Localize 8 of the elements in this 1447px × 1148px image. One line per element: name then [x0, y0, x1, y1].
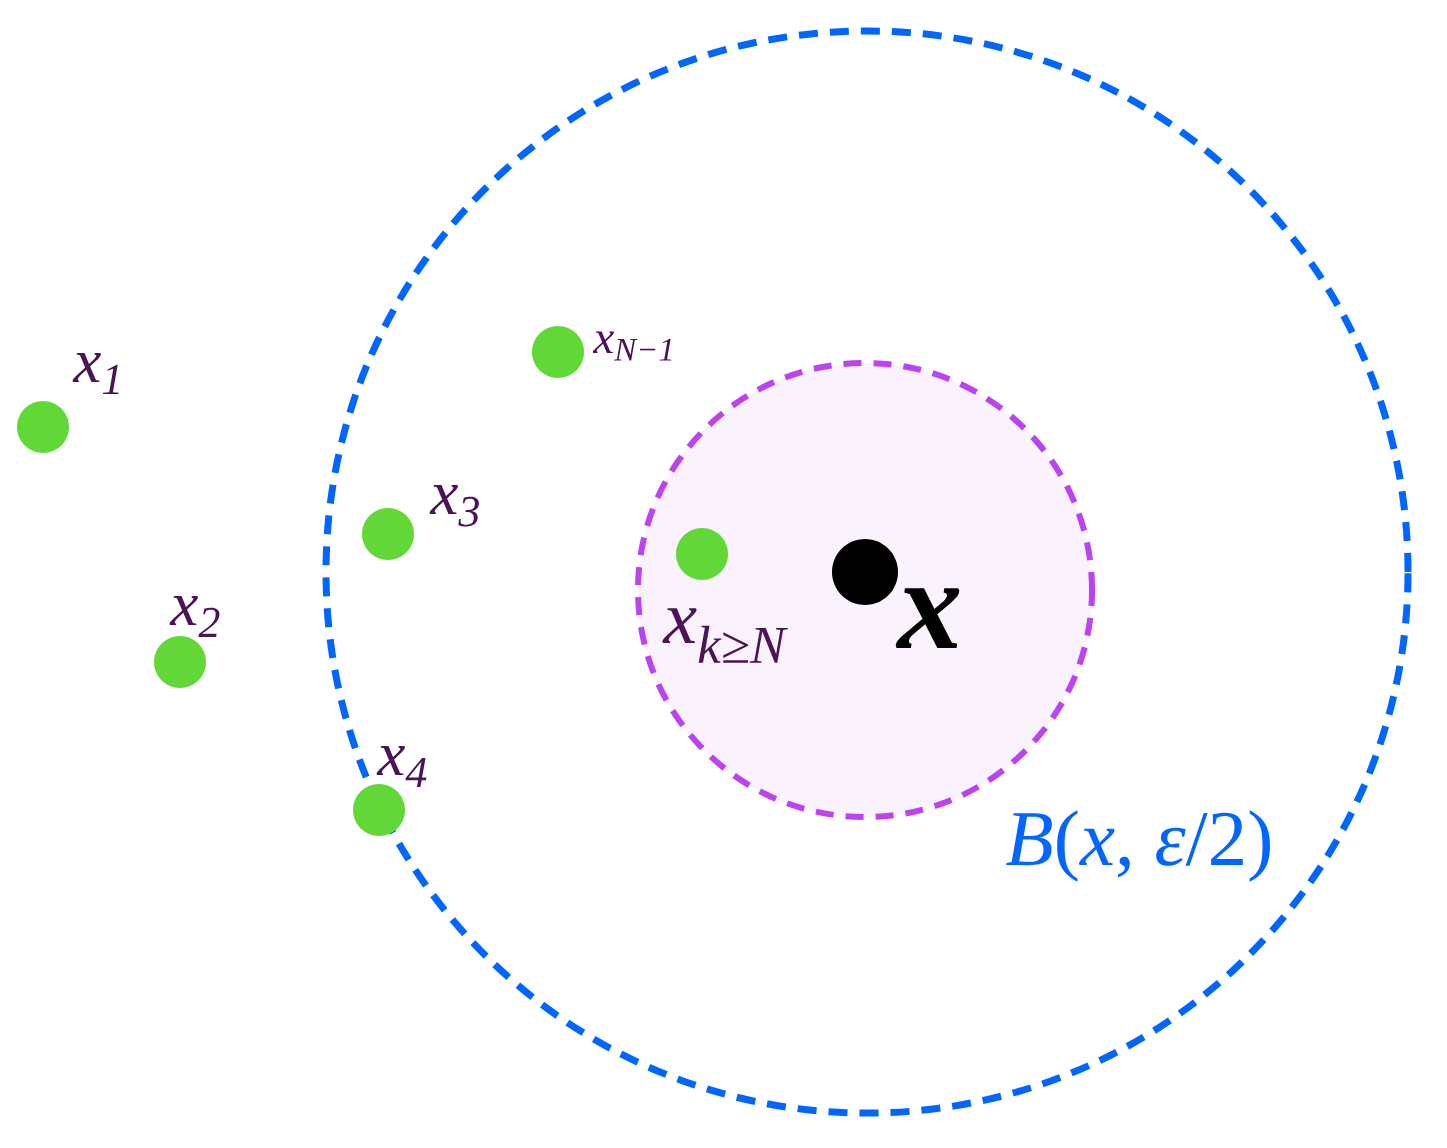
point-label: x$_{4}$	[376, 746, 427, 787]
point-label: x	[895, 588, 960, 648]
point-label: x$_{3}$	[429, 485, 479, 527]
point-label: x$_{2}$	[169, 596, 220, 638]
circle-label: B(x, ε/2)	[1006, 810, 1270, 882]
point-label: x$_{1}$	[72, 353, 119, 394]
point-label: x$_{N−1}$	[592, 331, 672, 361]
point-label: x$_{k≥N}$	[662, 608, 788, 663]
